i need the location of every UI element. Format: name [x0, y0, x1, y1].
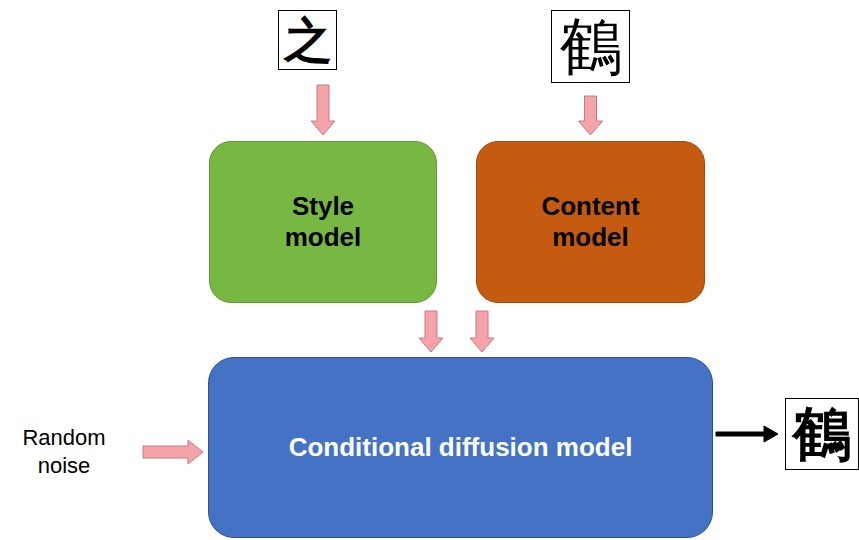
- box-title: Content model: [531, 191, 651, 253]
- input-label: Random noise: [8, 424, 120, 479]
- flow-arrow: [579, 96, 603, 135]
- flow-arrow: [470, 311, 494, 352]
- flow-arrow: [311, 85, 335, 135]
- character-glyph: 鶴: [560, 16, 622, 78]
- content-sample-image: 鶴: [551, 10, 630, 83]
- box-title: Style model: [268, 191, 378, 253]
- flow-arrow: [419, 311, 443, 352]
- output-arrow: [716, 426, 778, 442]
- style-sample-image: 之: [278, 10, 337, 70]
- diffusion-model-box: Conditional diffusion model: [208, 357, 713, 538]
- output-image: 鶴: [785, 398, 859, 470]
- style-model-box: Style model: [209, 141, 437, 303]
- noise-arrow: [143, 440, 203, 464]
- character-glyph: 鶴: [793, 405, 851, 463]
- character-glyph: 之: [284, 16, 332, 64]
- content-model-box: Content model: [476, 141, 705, 303]
- box-title: Conditional diffusion model: [289, 432, 633, 463]
